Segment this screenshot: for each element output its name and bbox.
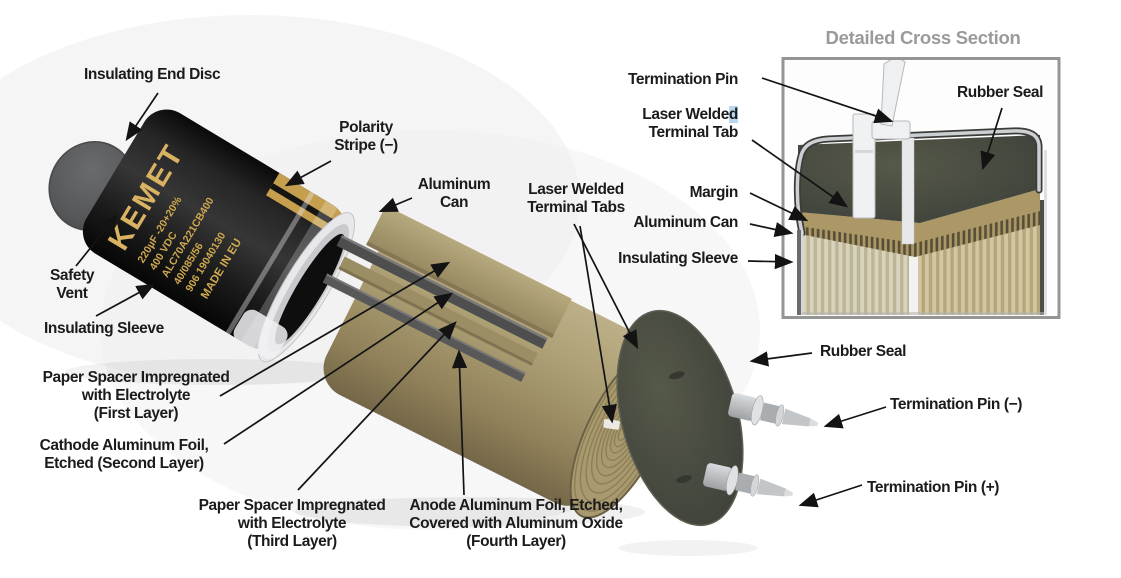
termination-pin-pos-graphic — [703, 463, 794, 497]
paper-layer-third — [338, 256, 538, 366]
label-text: Laser Welde — [642, 106, 729, 123]
termination-pin-neg-graphic — [728, 393, 819, 427]
capacitor-can-graphic: KEMET 220µF -20+20% 400 VDC ALC70A221CB4… — [82, 109, 356, 363]
label-laser-welded-terminal-tabs: Laser Welded Terminal Tabs — [527, 181, 625, 216]
label-termination-pin-neg: Termination Pin (−) — [890, 396, 1023, 413]
inset-border — [781, 57, 1061, 319]
arrow-anode-foil — [451, 349, 468, 496]
roll-shadow — [295, 497, 645, 527]
arrow-polarity-stripe — [284, 160, 332, 187]
sleeve-overhang — [233, 309, 288, 359]
foil-edge-teeth — [915, 209, 1040, 257]
label-cathode-foil: Cathode Aluminum Foil, Etched (Second La… — [39, 437, 209, 472]
can-rim-silver — [795, 129, 1041, 235]
winding-face-left — [802, 230, 913, 315]
arrow-laser-welded-tab-1 — [573, 223, 639, 350]
inset-sleeve-edge — [797, 230, 801, 315]
arrow-termination-pin-inset — [761, 77, 894, 124]
arrow-laser-welded-tab-inset — [751, 139, 849, 208]
tab-slot — [909, 242, 918, 315]
label-aluminum-can: Aluminum Can — [417, 176, 491, 211]
margin-surface — [798, 189, 1040, 243]
arrow-aluminum-can-inset — [749, 222, 794, 238]
label-insulating-sleeve: Insulating Sleeve — [44, 320, 164, 337]
arrow-rubber-seal-inset — [980, 107, 1003, 171]
wound-element-graphic — [322, 205, 678, 519]
text-selection-highlight: d — [728, 106, 738, 123]
arrow-paper-spacer-third — [297, 321, 457, 491]
arrow-termination-pin-neg — [823, 406, 887, 429]
arrow-insulating-end-disc — [125, 92, 159, 142]
label-anode-foil: Anode Aluminum Foil, Etched, Covered wit… — [409, 497, 623, 550]
paper-layer-first — [366, 205, 572, 339]
label-paper-spacer-third: Paper Spacer Impregnated with Electrolyt… — [198, 497, 386, 550]
label-margin: Margin — [689, 184, 739, 201]
inset-terminal-tab-graphic — [901, 137, 915, 245]
label-safety-vent: Safety Vent — [49, 267, 95, 302]
label-insulating-end-disc: Insulating End Disc — [84, 66, 221, 83]
arrow-margin — [749, 192, 809, 222]
inset-title: Detailed Cross Section — [825, 27, 1021, 48]
label-text: Terminal Tab — [648, 124, 739, 141]
arrow-insulating-sleeve — [95, 283, 156, 317]
winding-face-right — [917, 221, 1040, 315]
can-opening — [275, 233, 345, 345]
label-termination-pin-pos: Termination Pin (+) — [867, 479, 1000, 496]
label-aluminum-can-inset: Aluminum Can — [633, 214, 738, 231]
label-termination-pin-inset: Termination Pin — [628, 71, 738, 88]
label-rubber-seal: Rubber Seal — [820, 343, 907, 360]
label-rubber-seal-inset: Rubber Seal — [957, 84, 1044, 101]
label-laser-welded-terminal-tab-inset: Laser Welded Terminal Tab — [642, 106, 738, 142]
arrow-aluminum-can — [378, 197, 413, 212]
arrow-insulating-sleeve-inset — [747, 253, 794, 270]
seal-shadow — [618, 540, 758, 556]
cathode-foil-layer — [336, 235, 548, 349]
anode-foil-layer — [322, 273, 526, 382]
arrow-safety-vent — [75, 214, 118, 267]
label-paper-spacer-first: Paper Spacer Impregnated with Electrolyt… — [42, 369, 230, 422]
arrow-cathode-foil — [223, 292, 454, 445]
inset-can-wall — [1040, 200, 1044, 315]
arrow-termination-pin-pos — [798, 484, 863, 508]
arrow-rubber-seal — [749, 351, 813, 367]
label-insulating-sleeve-inset: Insulating Sleeve — [618, 250, 738, 267]
arrow-paper-spacer-first — [219, 261, 451, 397]
arrow-laser-welded-tab-2 — [579, 225, 617, 424]
can-shadow — [65, 359, 365, 385]
label-polarity-stripe: Polarity Stripe (−) — [334, 119, 398, 154]
leader-arrows — [75, 77, 1003, 508]
